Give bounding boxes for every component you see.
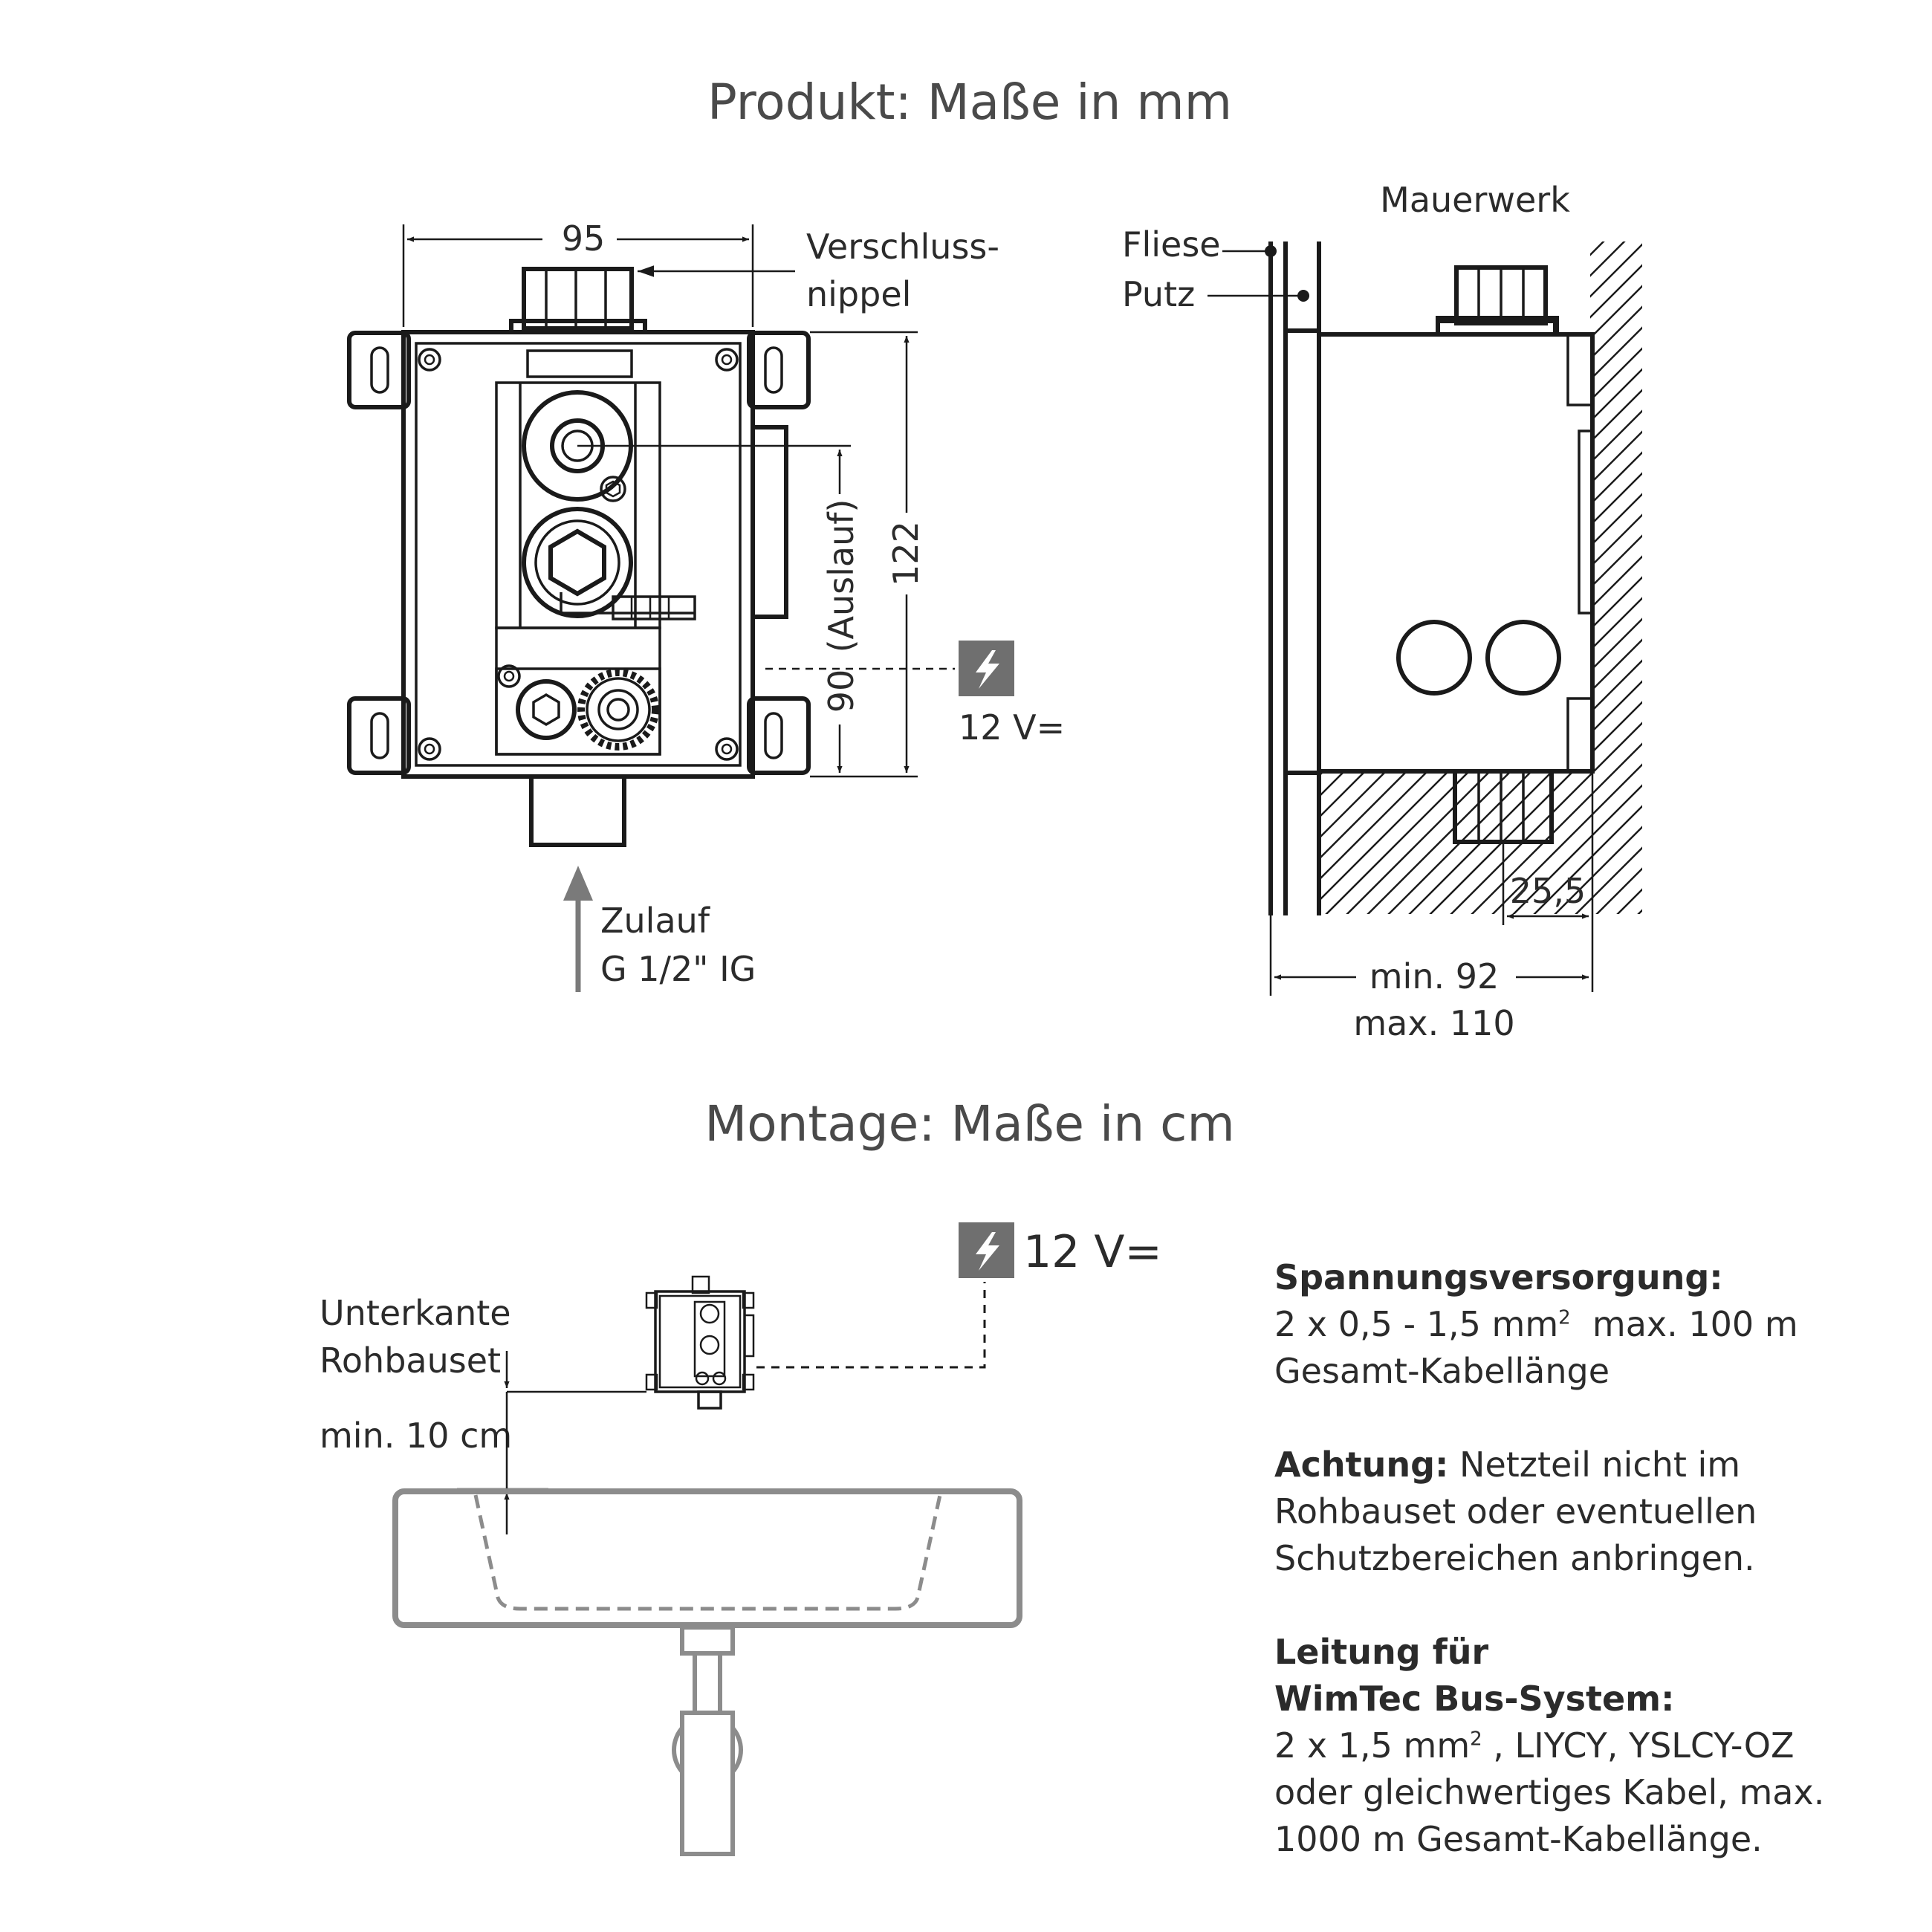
hatch-line [1860, 238, 1932, 921]
hatch-line [591, 238, 1274, 921]
hatch-line [1339, 242, 1642, 914]
warning-title: Achtung: [1274, 1445, 1449, 1485]
hatch-line [1401, 242, 1642, 914]
edge-label-2: Rohbauset [320, 1341, 501, 1381]
supply-sup: 2 [1558, 1306, 1571, 1329]
hatch-line [1319, 242, 1379, 914]
installation-notes: Spannungsversorgung: 2 x 0,5 - 1,5 mm2 m… [1274, 1254, 1913, 1910]
min-height-label: min. 10 cm [320, 1416, 512, 1456]
hatch-line [1610, 242, 1642, 914]
hexagon-nut-icon [548, 528, 606, 597]
hatch-line [1443, 242, 1642, 914]
product-heading: Produkt: Maße in mm [707, 74, 1232, 131]
lightning-icon [959, 641, 1014, 696]
hatch-line [1319, 242, 1358, 914]
montage-view: 12 V= Unterkante Rohbauset min. 10 cm [320, 1222, 1162, 1856]
montage-heading: Montage: Maße in cm [704, 1095, 1234, 1153]
depth-max: max. 110 [1353, 1003, 1514, 1043]
supply-title: Spannungsversorgung: [1274, 1257, 1723, 1297]
mini-installation-box [645, 1275, 755, 1410]
hatch-line [1485, 242, 1642, 914]
offset-dimension: 25,5 [1510, 871, 1586, 911]
montage-power-label: 12 V= [1023, 1226, 1162, 1278]
hatch-line [528, 238, 1212, 921]
bus-title-1: Leitung für [1274, 1632, 1489, 1672]
hatch-line [1381, 242, 1642, 914]
hatch-line [1319, 242, 1642, 914]
hatch-line [1714, 238, 1932, 921]
hatch-line [1798, 238, 1932, 921]
hatch-line [1319, 242, 1338, 914]
hatch-line [1464, 242, 1642, 914]
masonry-label: Mauerwerk [1380, 180, 1570, 220]
hatch-line [632, 238, 1316, 921]
hatch-line [1673, 238, 1932, 921]
hatch-line [1756, 238, 1932, 921]
lightning-icon [959, 1222, 1014, 1278]
inlet-label-1: Zulauf [600, 901, 711, 941]
width-dimension: 95 [562, 218, 606, 259]
hatch-line [1505, 242, 1642, 914]
hatch-line [1526, 242, 1642, 914]
plaster-label: Putz [1122, 274, 1195, 314]
power-label: 12 V= [959, 707, 1065, 748]
hatch-line [1568, 242, 1642, 914]
height-dimension: 122 [886, 521, 926, 586]
hatch-line [1547, 242, 1642, 914]
hatch-line [1693, 238, 1932, 921]
washbasin [392, 1488, 1022, 1856]
bus-line-2: oder gleichwertiges Kabel, max. [1274, 1772, 1825, 1812]
hatch-line [1319, 242, 1642, 914]
hatch-line [1319, 242, 1642, 914]
hatch-line [1319, 242, 1400, 914]
bus-title-2: WimTec Bus-System: [1274, 1679, 1675, 1719]
hatch-line [612, 238, 1295, 921]
inlet-pipe [529, 774, 626, 847]
hatch-line [1777, 238, 1932, 921]
hatch-line [1360, 242, 1642, 914]
hatch-line [1735, 238, 1932, 921]
bus-line-1a: 2 x 1,5 mm [1274, 1725, 1471, 1766]
hatch-line [1818, 238, 1932, 921]
gear-icon [577, 669, 659, 751]
hatch-line [1630, 242, 1642, 914]
depth-min: min. 92 [1369, 956, 1500, 996]
supply-line-2: Gesamt-Kabellänge [1274, 1351, 1610, 1391]
bus-line-3: 1000 m Gesamt-Kabellänge. [1274, 1819, 1763, 1859]
closure-label-1: Verschluss- [806, 227, 999, 267]
bus-line-1b: , LIYCY, YSLCY-OZ [1482, 1725, 1795, 1766]
hatch-line [1319, 242, 1642, 914]
hatch-line [1319, 242, 1642, 914]
hatch-line [1319, 242, 1642, 914]
side-box [1317, 332, 1595, 774]
bus-sup: 2 [1470, 1728, 1482, 1751]
hatch-line [1319, 242, 1642, 914]
hatch-line [1319, 242, 1642, 914]
tile-label: Fliese [1122, 224, 1221, 265]
closure-nipple [522, 267, 634, 331]
edge-label-1: Unterkante [320, 1293, 511, 1333]
hatch-line [1839, 238, 1932, 921]
hatch-line [1319, 242, 1642, 914]
outlet-dimension: 90 [821, 670, 861, 713]
supply-line-1-tail: max. 100 m [1570, 1304, 1798, 1344]
hatch-line [1319, 242, 1642, 914]
hatch-line [1922, 238, 1932, 921]
supply-line-1: 2 x 0,5 - 1,5 mm [1274, 1304, 1559, 1344]
closure-label-2: nippel [806, 274, 911, 314]
hatch-line [1902, 238, 1932, 921]
outlet-label: (Auslauf) [821, 499, 861, 653]
hatch-line [1319, 242, 1642, 914]
hatch-line [1652, 238, 1932, 921]
front-view: 95 Verschluss- nippel [347, 218, 1065, 992]
warning-text: Netzteil nicht im Rohbauset oder eventue… [1274, 1445, 1757, 1578]
hatch-line [1881, 238, 1932, 921]
hatch-line [1422, 242, 1642, 914]
inlet-label-2: G 1/2" IG [600, 949, 756, 989]
